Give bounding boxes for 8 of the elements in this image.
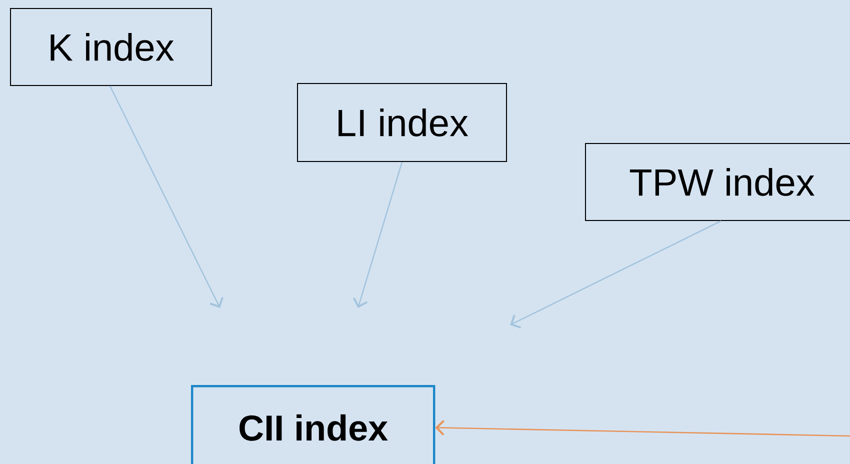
arrow [510,220,722,329]
arrow [352,162,403,308]
index-box: TPW index [585,143,850,221]
arrow [109,86,224,308]
index-box: LI index [297,83,507,162]
highlighted-box: CII index [191,385,436,464]
index-box: K index [10,8,212,86]
arrow [435,420,850,437]
